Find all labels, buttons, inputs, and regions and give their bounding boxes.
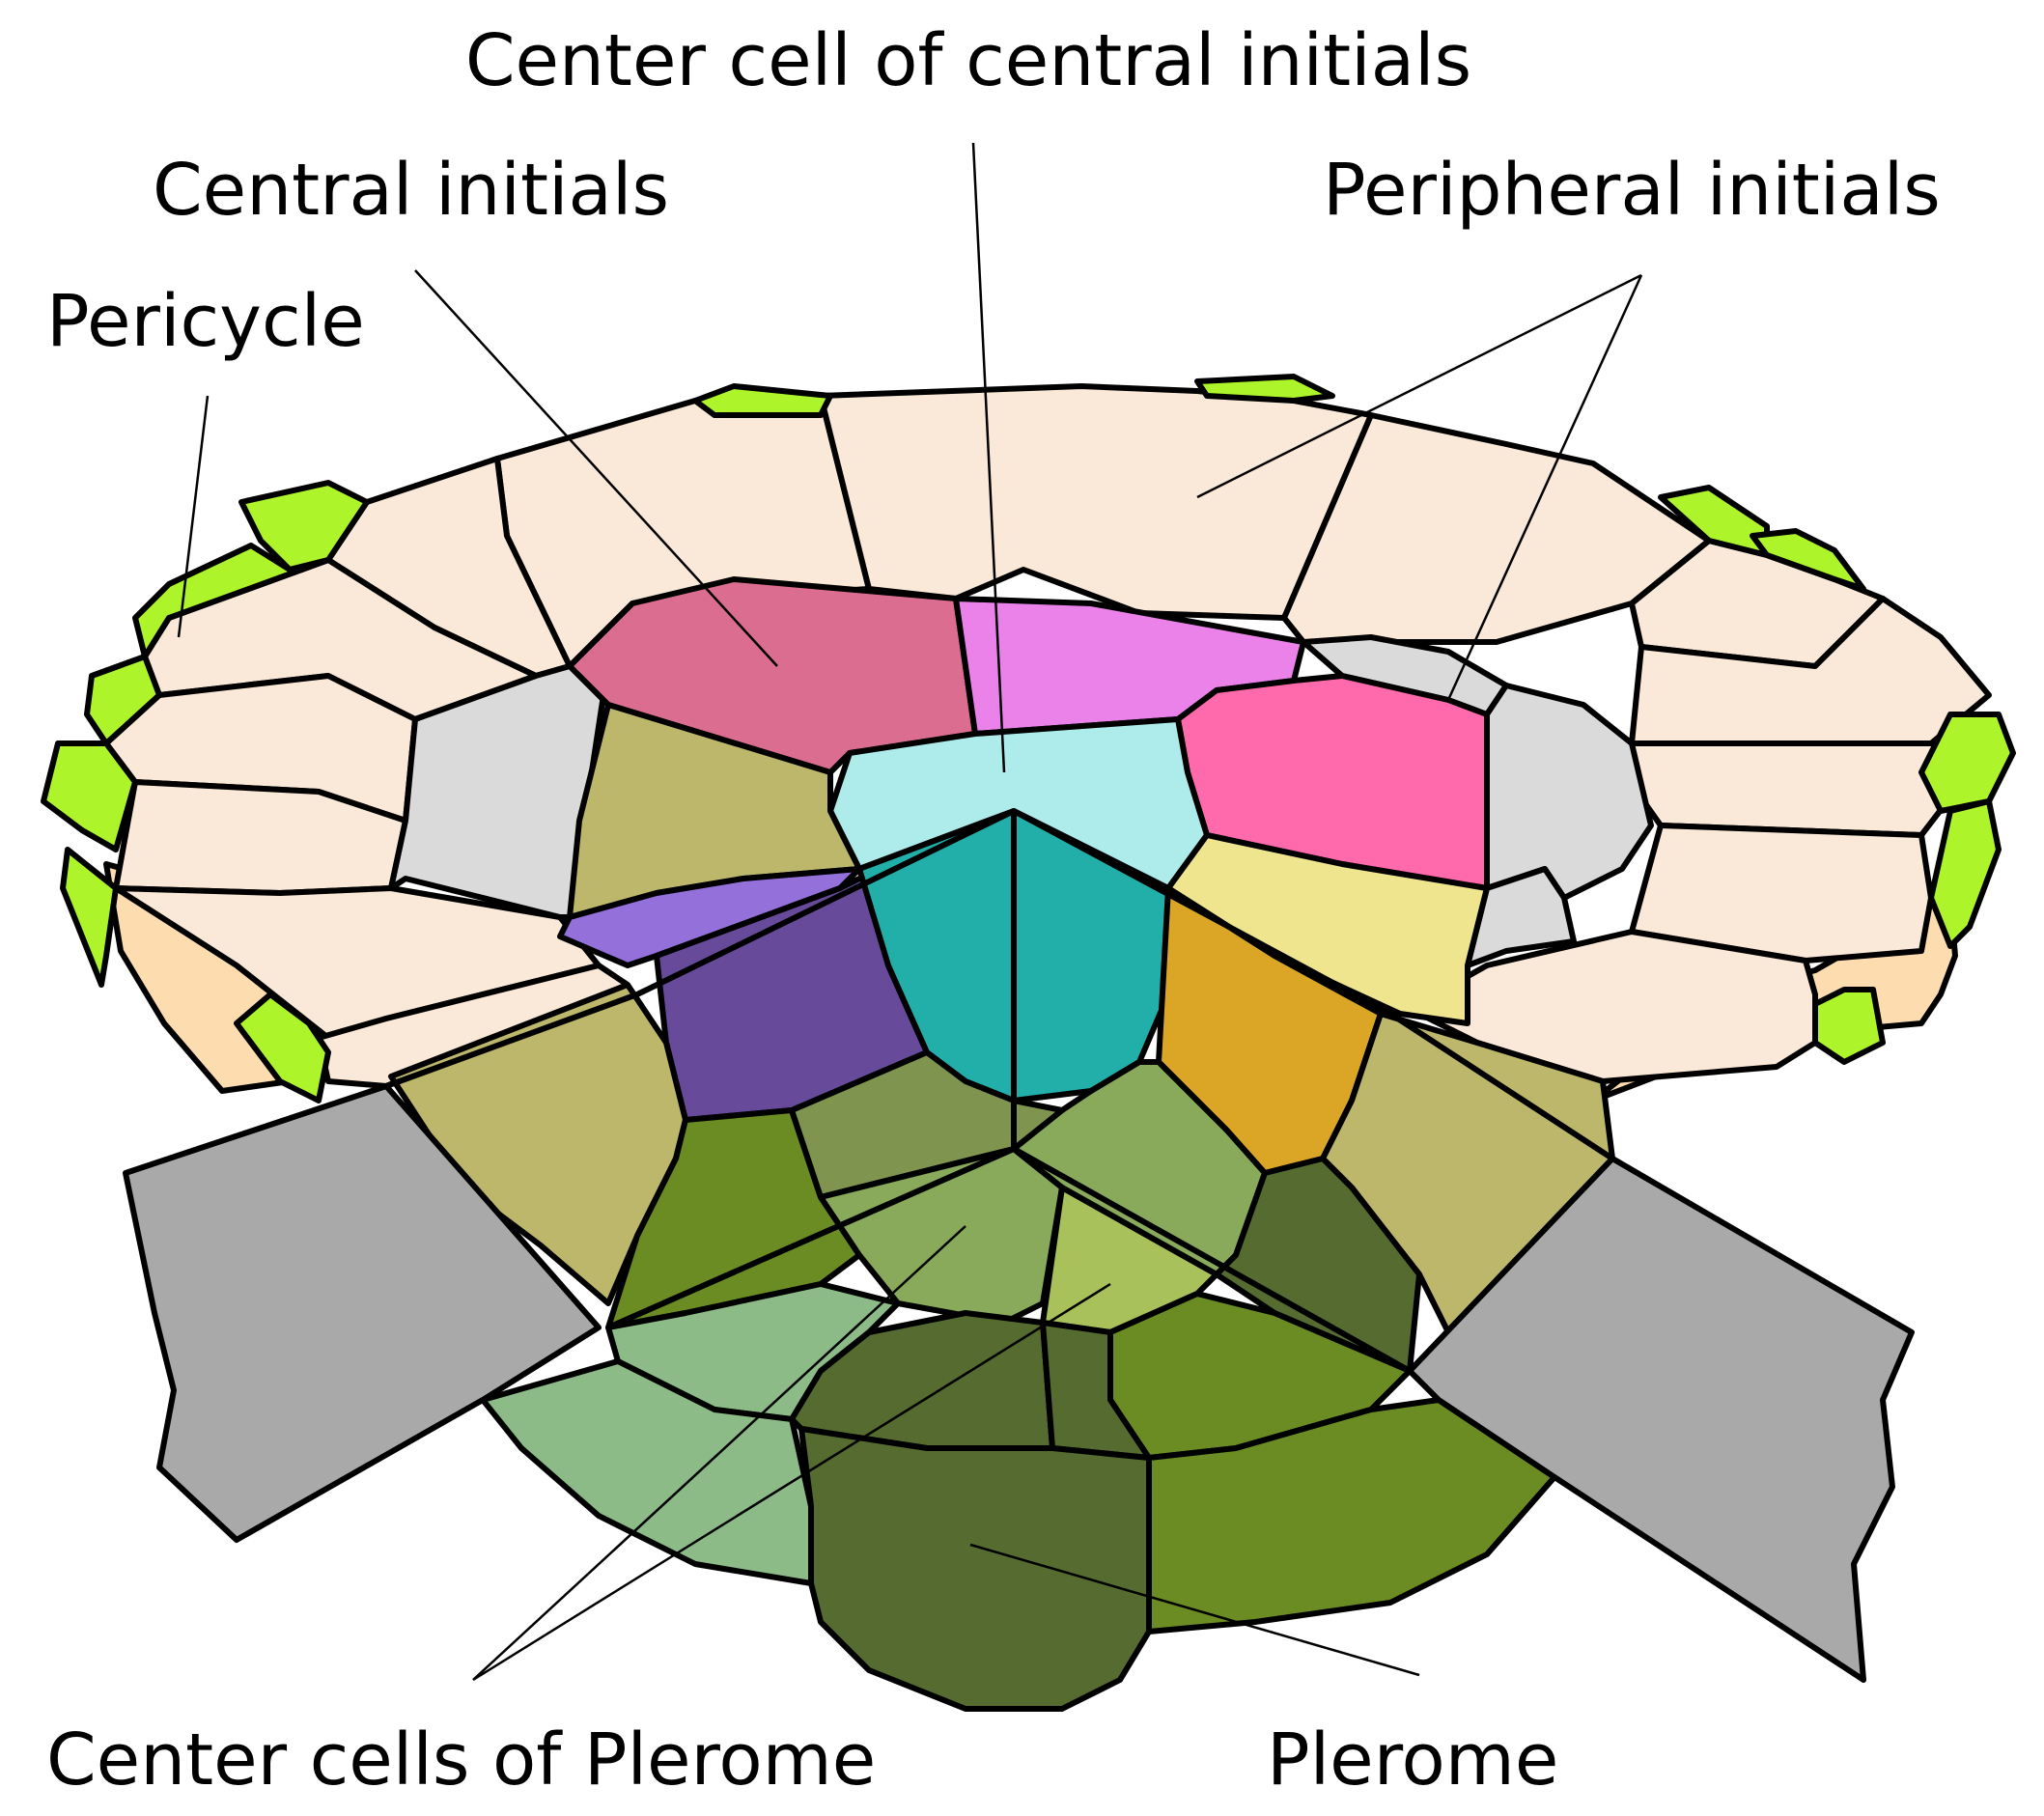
pericycle-cell-left-2 <box>132 543 331 659</box>
olive-medium-cell-right <box>1011 1059 1268 1277</box>
peripheral-initial-right <box>1484 683 1654 901</box>
pericycle-cell-top-1 <box>692 383 833 418</box>
label-center-cell-central-initials: Center cell of central initials <box>465 19 1471 102</box>
pericycle-cell-left-6 <box>234 992 331 1104</box>
pericycle-cell-right-5 <box>1812 987 1886 1065</box>
ring-cell-top-2 <box>818 383 1374 621</box>
leader-center-plerome-2 <box>472 1282 1111 1682</box>
pericycle-cell-left-4 <box>41 740 138 852</box>
plerome-cell-upper-right <box>1040 1320 1152 1461</box>
section-line-left <box>384 808 1016 1089</box>
label-central-initials: Central initials <box>153 149 669 232</box>
label-plerome: Plerome <box>1267 1718 1558 1802</box>
label-center-cells-of-plerome: Center cells of Plerome <box>46 1718 876 1802</box>
pericycle-cell-left-5 <box>60 847 119 988</box>
leader-central-initials <box>414 269 778 667</box>
leader-center-plerome-1 <box>472 1225 966 1681</box>
leader-center-cell <box>971 142 1006 773</box>
label-peripheral-initials: Peripheral initials <box>1323 149 1941 232</box>
pericycle-cell-right-2 <box>1750 528 1866 592</box>
section-line-right <box>1012 808 1614 1161</box>
leader-peripheral-1 <box>1196 273 1642 499</box>
pericycle-cell-top-2 <box>1194 374 1335 404</box>
pericycle-cell-left-3 <box>84 654 162 746</box>
leader-pericycle <box>177 395 210 638</box>
leader-peripheral-2 <box>1446 274 1643 701</box>
plerome-cell-lower <box>798 1426 1152 1712</box>
leader-plerome <box>969 1543 1420 1677</box>
pericycle-cell-right-4 <box>1928 798 2002 949</box>
label-pericycle: Pericycle <box>46 280 365 363</box>
section-line-center <box>606 811 1412 1374</box>
cut-plane-right <box>1407 1156 1915 1683</box>
cut-plane-left <box>123 1083 602 1543</box>
